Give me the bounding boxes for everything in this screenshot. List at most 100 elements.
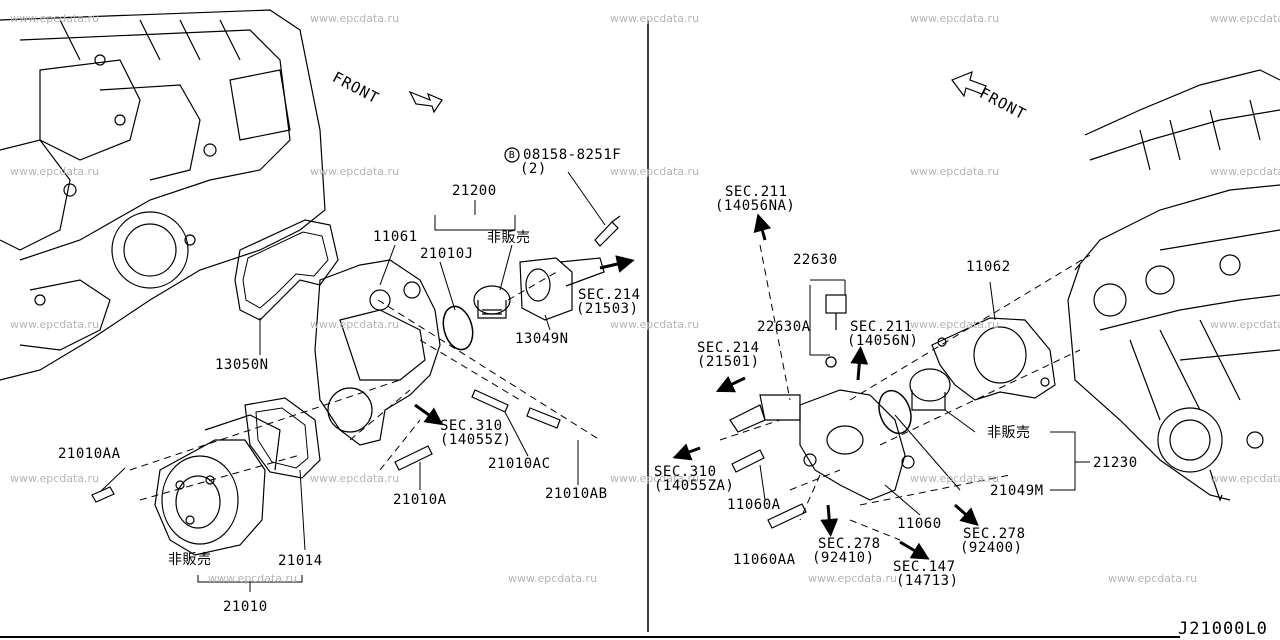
part-label-11061[interactable]: 11061 [373,229,418,245]
watermark: www.epcdata.ru [1108,572,1198,585]
watermark: www.epcdata.ru [910,12,1000,25]
leader-lines-left [99,171,606,592]
part-label-21010J[interactable]: 21010J [420,246,474,262]
part-label-11060AA[interactable]: 11060AA [733,552,796,568]
leader-lines-right [759,279,1090,516]
part-label-13050N[interactable]: 13050N [215,357,269,373]
sec-147-title[interactable]: SEC.147 [893,559,956,575]
sec-211-title[interactable]: SEC.211 [725,184,788,200]
sec-211-ref[interactable]: (14056NA) [715,198,796,214]
sec-214-ref[interactable]: (21503) [576,301,639,317]
part-qty: (2) [520,161,547,177]
watermark: www.epcdata.ru [910,318,1000,331]
sec-214-ref[interactable]: (21501) [697,354,760,370]
not-sold-label: 非販売 [168,552,212,568]
watermark: www.epcdata.ru [508,572,598,585]
watermark: www.epcdata.ru [610,165,700,178]
front-arrow-right-icon [951,71,987,98]
watermark: www.epcdata.ru [310,12,400,25]
part-label-21014[interactable]: 21014 [278,553,323,569]
bolt-21010AA [91,486,115,503]
bolt-21010AB [526,407,561,429]
sec-278-ref[interactable]: (92400) [960,540,1023,556]
part-label-11062[interactable]: 11062 [966,259,1011,275]
watermark: www.epcdata.ru [1210,165,1280,178]
part-label-21010A[interactable]: 21010A [393,492,447,508]
bolt-21010AC [471,389,509,413]
part-label-21010[interactable]: 21010 [223,599,268,615]
not-sold-label: 非販売 [487,230,531,246]
watermark: www.epcdata.ru [10,165,100,178]
watermark: www.epcdata.ru [610,12,700,25]
watermark: www.epcdata.ru [310,165,400,178]
watermark: www.epcdata.ru [10,318,100,331]
front-arrow-left-icon [408,90,443,114]
sec-310-title[interactable]: SEC.310 [654,464,717,480]
watermark: www.epcdata.ru [10,472,100,485]
watermark: www.epcdata.ru [310,318,400,331]
temp-sensor-22630 [825,294,847,330]
washer-22630A [825,356,837,368]
gasket-13050N [234,219,339,321]
sec-310-ref[interactable]: (14055Z) [440,432,512,448]
part-label-21010AA[interactable]: 21010AA [58,446,121,462]
watermark: www.epcdata.ru [10,12,100,25]
bolt-circle-letter: B [508,150,516,161]
watermark: www.epcdata.ru [808,572,898,585]
part-label-22630[interactable]: 22630 [793,252,838,268]
sec-147-ref[interactable]: (14713) [896,573,959,589]
part-label-21049M[interactable]: 21049M [990,483,1044,499]
bolt-11060AA [767,503,807,529]
watermark: www.epcdata.ru [1210,12,1280,25]
watermark: www.epcdata.ru [1210,472,1280,485]
gasket-21014 [244,397,321,479]
gasket-11062 [931,317,1056,401]
part-label-22630A[interactable]: 22630A [757,319,811,335]
bolt-11060A [731,449,765,473]
arrows-left [414,255,635,426]
sec-278-title[interactable]: SEC.278 [963,526,1026,542]
part-label-11060A[interactable]: 11060A [727,497,781,513]
sec-278-ref[interactable]: (92410) [812,550,875,566]
part-label-21010AB[interactable]: 21010AB [545,486,608,502]
arrows-right [672,213,979,560]
water-pump-21010 [154,414,281,556]
sec-310-title[interactable]: SEC.310 [440,418,503,434]
water-housing-11061 [314,259,441,446]
bolt-circle-icon [504,147,520,163]
sec-214-title[interactable]: SEC.214 [697,340,760,356]
sec-278-title[interactable]: SEC.278 [818,536,881,552]
part-label-11060[interactable]: 11060 [897,516,942,532]
dashed-lines-right [719,244,1091,541]
not-sold-label: 非販売 [987,425,1031,441]
part-label-13049N[interactable]: 13049N [515,331,569,347]
water-housing-11060 [729,389,915,501]
watermark: www.epcdata.ru [1210,318,1280,331]
thermostat-left [473,285,511,319]
part-label-21200[interactable]: 21200 [452,183,497,199]
sec-211-ref[interactable]: (14056N) [847,333,919,349]
sec-214-title[interactable]: SEC.214 [578,287,641,303]
watermark: www.epcdata.ru [610,318,700,331]
sec-310-ref[interactable]: (14055ZA) [654,478,735,494]
water-inlet-13049N [519,257,605,321]
o-ring-right [878,389,912,435]
engine-block-right [1067,69,1280,502]
watermark: www.epcdata.ru [310,472,400,485]
watermark: www.epcdata.ru [208,572,298,585]
bolt-08158-8251F [594,215,621,247]
part-label-21010AC[interactable]: 21010AC [488,456,551,472]
watermark: www.epcdata.ru [610,472,700,485]
watermark: www.epcdata.ru [910,165,1000,178]
diagram-code: J21000L0 [1178,619,1268,639]
o-ring-21010J [442,305,474,351]
engine-block-left [0,9,326,381]
part-label-08158-8251F[interactable]: 08158-8251F [523,147,622,163]
dashed-lines-left [129,269,601,501]
watermark: www.epcdata.ru [910,472,1000,485]
bolt-21010A [394,445,433,471]
part-label-21230[interactable]: 21230 [1093,455,1138,471]
sec-211-title[interactable]: SEC.211 [850,319,913,335]
